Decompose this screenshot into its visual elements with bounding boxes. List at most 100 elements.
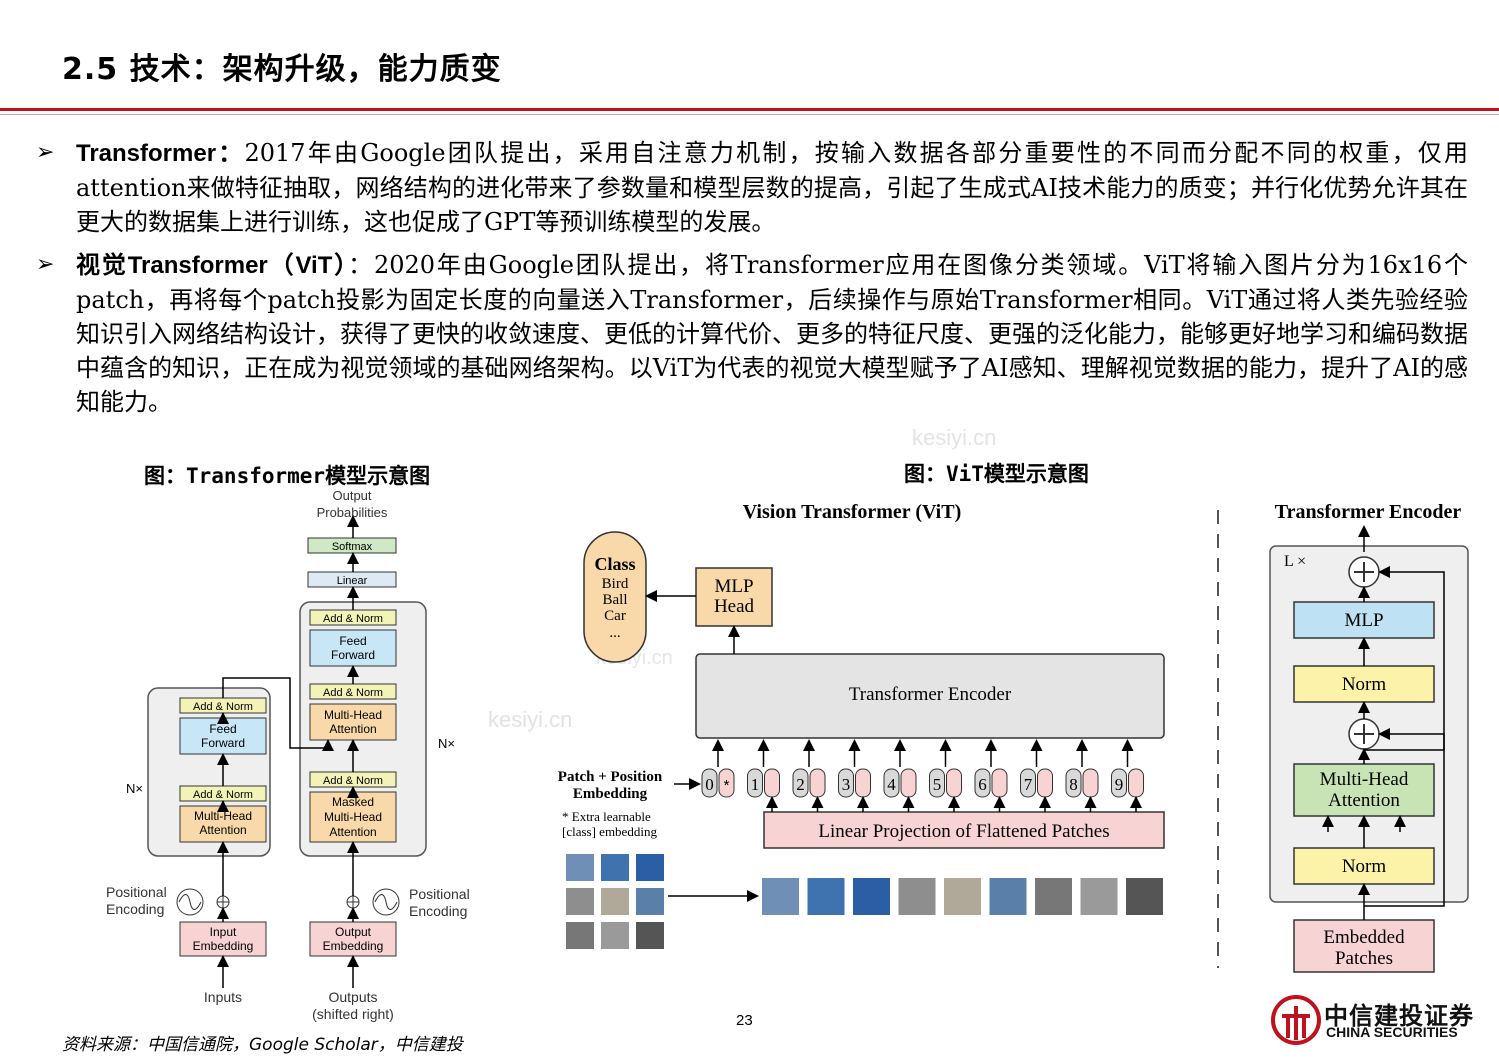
- patch-token: [1082, 768, 1099, 798]
- token-number: 8: [1069, 775, 1078, 794]
- arrow-bullet-icon: ➢: [36, 252, 55, 277]
- token-number: 1: [751, 775, 760, 794]
- image-patch: [566, 854, 594, 881]
- class-token-star: *: [724, 777, 730, 794]
- class-more: ...: [609, 625, 620, 641]
- image-patch: [636, 888, 664, 915]
- embedded-patches-box: [1293, 919, 1435, 973]
- token-number: 5: [933, 775, 942, 794]
- dec-feed-forward: [309, 629, 397, 667]
- softmax-label: Softmax: [332, 541, 373, 553]
- enc-add-norm-2-label: Add & Norm: [193, 701, 253, 713]
- page-title: 2.5 技术：架构升级，能力质变: [62, 52, 502, 87]
- patch-token: [809, 768, 826, 798]
- dec-multi-head: [309, 703, 397, 741]
- image-patch: [566, 888, 594, 915]
- class-label: Class: [594, 554, 635, 574]
- title-rule-thin: [0, 114, 1499, 115]
- vit-diagram: Vision Transformer (ViT) Class Bird Ball…: [558, 501, 1469, 973]
- token-number: 2: [796, 775, 805, 794]
- linear-label: Linear: [337, 575, 368, 587]
- linear-projection-label: Linear Projection of Flattened Patches: [818, 821, 1109, 842]
- flattened-patch: [898, 878, 936, 915]
- extra-learnable-note: * Extra learnable[class] embedding: [562, 809, 657, 839]
- patch-token: [718, 768, 735, 798]
- flattened-patches: [762, 878, 1163, 915]
- image-patch: [601, 922, 629, 949]
- bullet-lead: 视觉Transformer（ViT）: [76, 252, 349, 279]
- inputs-label: Inputs: [204, 989, 242, 1005]
- bullet-lead: Transformer：: [76, 140, 245, 167]
- patch-token: [991, 768, 1008, 798]
- dec-add-norm-3-label: Add & Norm: [323, 613, 383, 625]
- flattened-patch: [1035, 878, 1072, 915]
- image-patch: [636, 854, 664, 881]
- flattened-patch: [989, 878, 1027, 915]
- outputs-label: Outputs(shifted right): [312, 989, 394, 1022]
- encoder-nx: N×: [126, 781, 143, 796]
- encoder-label: Transformer Encoder: [849, 684, 1012, 705]
- position-token: [1111, 768, 1127, 798]
- flattened-patch: [944, 878, 981, 915]
- enc-norm1-label: Norm: [1342, 856, 1387, 877]
- enc-multi-head: [179, 805, 267, 843]
- output-embedding: [309, 921, 397, 957]
- lx-label: L ×: [1284, 553, 1306, 570]
- token-number: 3: [842, 775, 851, 794]
- image-patch: [601, 888, 629, 915]
- enc-mlp-label: MLP: [1344, 610, 1383, 631]
- position-token: [1065, 768, 1082, 798]
- linear-projection-box: [763, 811, 1165, 849]
- position-token: [792, 768, 809, 798]
- enc-norm2-box: [1293, 665, 1435, 703]
- bullet-text: 视觉Transformer（ViT）：2020年由Google团队提出，将Tra…: [76, 248, 1468, 419]
- image-patch: [601, 854, 629, 881]
- flattened-patch: [762, 878, 799, 915]
- enc-feed-forward: [179, 717, 267, 755]
- watermark: kesiyi.cn: [912, 425, 997, 450]
- logo-text-en: CHINA SECURITIES: [1326, 1024, 1458, 1040]
- input-embedding: [179, 921, 267, 957]
- page-number: 23: [736, 1012, 753, 1029]
- class-car: Car: [604, 608, 626, 624]
- token-number: 9: [1115, 775, 1124, 794]
- decoder-nx: N×: [438, 736, 455, 751]
- bullet-vit: ➢ 视觉Transformer（ViT）：2020年由Google团队提出，将T…: [36, 248, 1468, 419]
- position-token: [701, 768, 718, 798]
- figure1-caption: 图：Transformer模型示意图: [144, 464, 431, 488]
- bullet-body: 2017年由Google团队提出，采用自注意力机制，按输入数据各部分重要性的不同…: [76, 139, 1469, 236]
- flattened-patch: [853, 878, 890, 915]
- flattened-patch: [807, 878, 845, 915]
- citic-logo-icon: [1271, 995, 1321, 1045]
- arrow-bullet-icon: ➢: [36, 140, 55, 165]
- flattened-patch: [1080, 878, 1118, 915]
- source-note: 资料来源：中国信通院，Google Scholar，中信建投: [62, 1035, 463, 1055]
- position-token: [747, 768, 763, 798]
- patch-token: [900, 768, 917, 798]
- figure2-caption: 图：ViT模型示意图: [904, 462, 1089, 486]
- position-token: [1020, 768, 1036, 798]
- token-number: 6: [978, 775, 987, 794]
- class-ball: Ball: [603, 592, 628, 608]
- dec-masked-mha: [309, 791, 397, 843]
- enc-add-norm-1-label: Add & Norm: [193, 789, 253, 801]
- patch-token: [1037, 768, 1053, 798]
- position-token: [883, 768, 900, 798]
- token-number: 4: [887, 775, 896, 794]
- image-patch: [566, 922, 594, 949]
- position-token: [929, 768, 945, 798]
- token-number: 7: [1024, 775, 1033, 794]
